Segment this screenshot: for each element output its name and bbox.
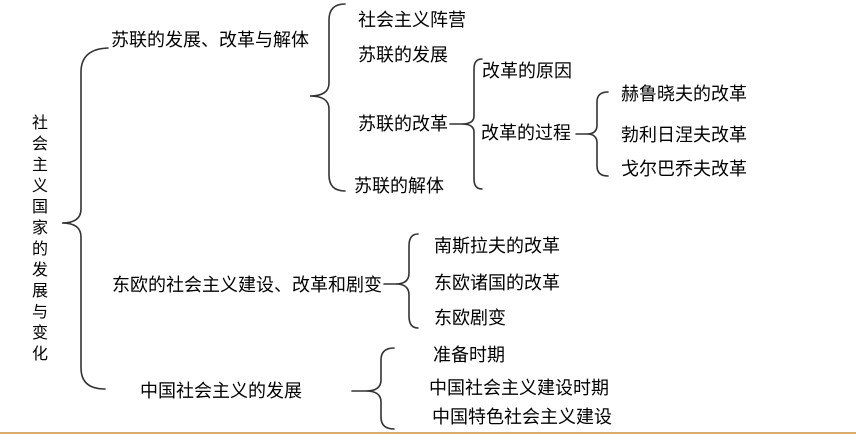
node-khrushchev-reform: 赫鲁晓夫的改革 [621,84,747,104]
ussr-reform-brace [461,58,483,190]
branch-china-label: 中国社会主义的发展 [140,381,302,401]
root-node: 社会主义国家的发展与变化 [29,114,46,366]
node-reform-causes: 改革的原因 [482,61,572,81]
node-socialist-camp: 社会主义阵营 [358,10,466,30]
node-reform-process: 改革的过程 [481,123,571,143]
node-china-characteristics-construction: 中国特色社会主义建设 [432,407,612,427]
root-brace [61,47,109,390]
slide-bottom-border [0,432,856,434]
eastern-europe-brace [395,233,419,329]
branch-ussr-label: 苏联的发展、改革与解体 [111,30,309,50]
china-brace [365,347,395,430]
node-yugoslavia-reform: 南斯拉夫的改革 [434,236,560,256]
node-gorbachev-reform: 戈尔巴乔夫改革 [621,159,747,179]
branch-eastern-europe-label: 东欧的社会主义建设、改革和剧变 [112,275,382,295]
node-preparation-period: 准备时期 [433,345,505,365]
reform-process-brace [586,91,609,177]
node-ussr-development: 苏联的发展 [358,45,448,65]
node-china-construction-period: 中国社会主义建设时期 [429,378,609,398]
node-eastern-countries-reform: 东欧诸国的改革 [434,273,560,293]
node-brezhnev-reform: 勃利日涅夫改革 [621,125,747,145]
ussr-brace [309,3,346,192]
node-ussr-reform: 苏联的改革 [358,114,448,134]
node-ussr-dissolution: 苏联的解体 [354,176,444,196]
node-eastern-europe-upheaval: 东欧剧变 [434,308,506,328]
